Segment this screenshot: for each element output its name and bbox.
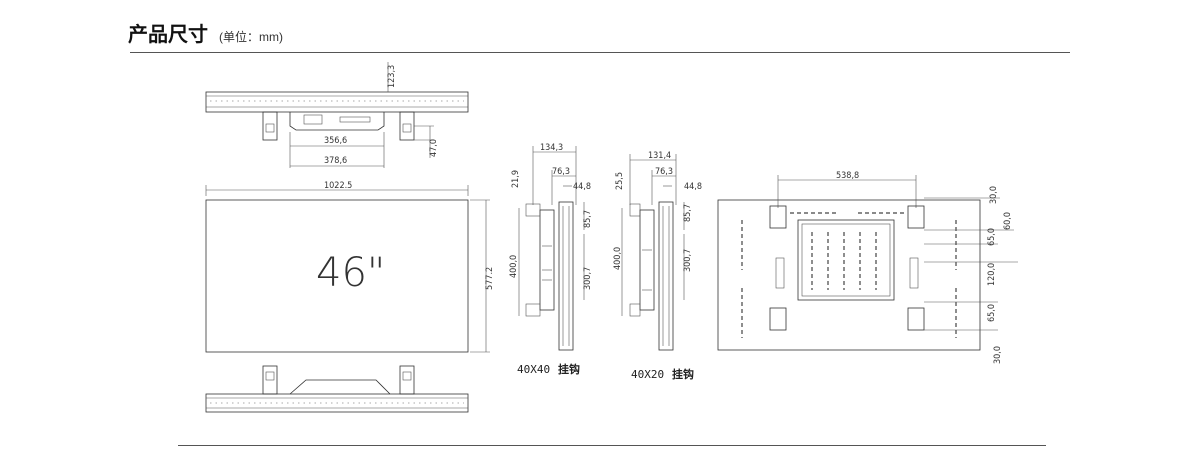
caption-code: 40X20 bbox=[631, 368, 664, 381]
caption-code: 40X40 bbox=[517, 363, 550, 376]
depth-dim-label: 123,3 bbox=[387, 65, 397, 88]
upper-gap-label: 60,0 bbox=[1003, 212, 1013, 230]
upper-hole-label: 65,0 bbox=[987, 228, 997, 246]
bracket-depth-label: 47,0 bbox=[429, 139, 439, 157]
top-margin-label: 30,0 bbox=[989, 186, 999, 204]
side-view-40x20: 131,4 76,3 44,8 25,5 400,0 85,7 300,7 40… bbox=[613, 151, 702, 381]
hook-depth-label: 44,8 bbox=[573, 182, 591, 192]
mount-depth-label: 76,3 bbox=[552, 167, 570, 177]
bottom-view bbox=[205, 365, 469, 413]
top-offset-label: 21,9 bbox=[511, 170, 521, 188]
center-span-label: 120,0 bbox=[987, 263, 997, 286]
display-panel bbox=[205, 199, 469, 353]
top-offset-label: 25,5 bbox=[615, 172, 625, 190]
right-bracket bbox=[399, 111, 415, 141]
top-view: 123,3 356,6 378,6 47,0 bbox=[205, 62, 469, 168]
inner-height-label: 300,7 bbox=[683, 249, 693, 272]
mount-spacing-label: 538,8 bbox=[836, 171, 859, 181]
front-width-label: 1022.5 bbox=[324, 181, 352, 191]
bracket-top-label: 85,7 bbox=[583, 210, 593, 228]
inner-width-label: 356,6 bbox=[324, 136, 347, 146]
total-depth-label: 131,4 bbox=[648, 151, 671, 161]
unit-note: (单位：mm) bbox=[219, 30, 283, 44]
height-label: 400,0 bbox=[509, 255, 519, 278]
front-view: 1022.5 46" 577.2 bbox=[205, 181, 495, 353]
page-title: 产品尺寸 bbox=[128, 24, 208, 46]
bottom-divider bbox=[178, 445, 1046, 446]
rear-panel bbox=[717, 199, 981, 351]
caption-text: 挂钩 bbox=[558, 362, 580, 376]
top-divider bbox=[130, 52, 1070, 53]
height-label: 400,0 bbox=[613, 247, 623, 270]
bottom-margin-label: 30,0 bbox=[993, 346, 1003, 364]
side-view-40x40: 134,3 76,3 44,8 21,9 400,0 85,7 300,7 40… bbox=[509, 143, 593, 376]
hook-depth-label: 44,8 bbox=[684, 182, 702, 192]
inner-height-label: 300,7 bbox=[583, 267, 593, 290]
rear-view: 538,8 30,0 60,0 65,0 bbox=[717, 171, 1018, 364]
screen-size-label: 46" bbox=[316, 250, 385, 296]
mount-depth-label: 76,3 bbox=[655, 167, 673, 177]
total-depth-label: 134,3 bbox=[540, 143, 563, 153]
outer-width-label: 378,6 bbox=[324, 156, 347, 166]
left-bracket bbox=[262, 111, 278, 141]
lower-hole-label: 65,0 bbox=[987, 304, 997, 322]
caption-text: 挂钩 bbox=[672, 367, 694, 381]
front-height-label: 577.2 bbox=[485, 267, 495, 290]
bracket-top-label: 85,7 bbox=[683, 204, 693, 222]
